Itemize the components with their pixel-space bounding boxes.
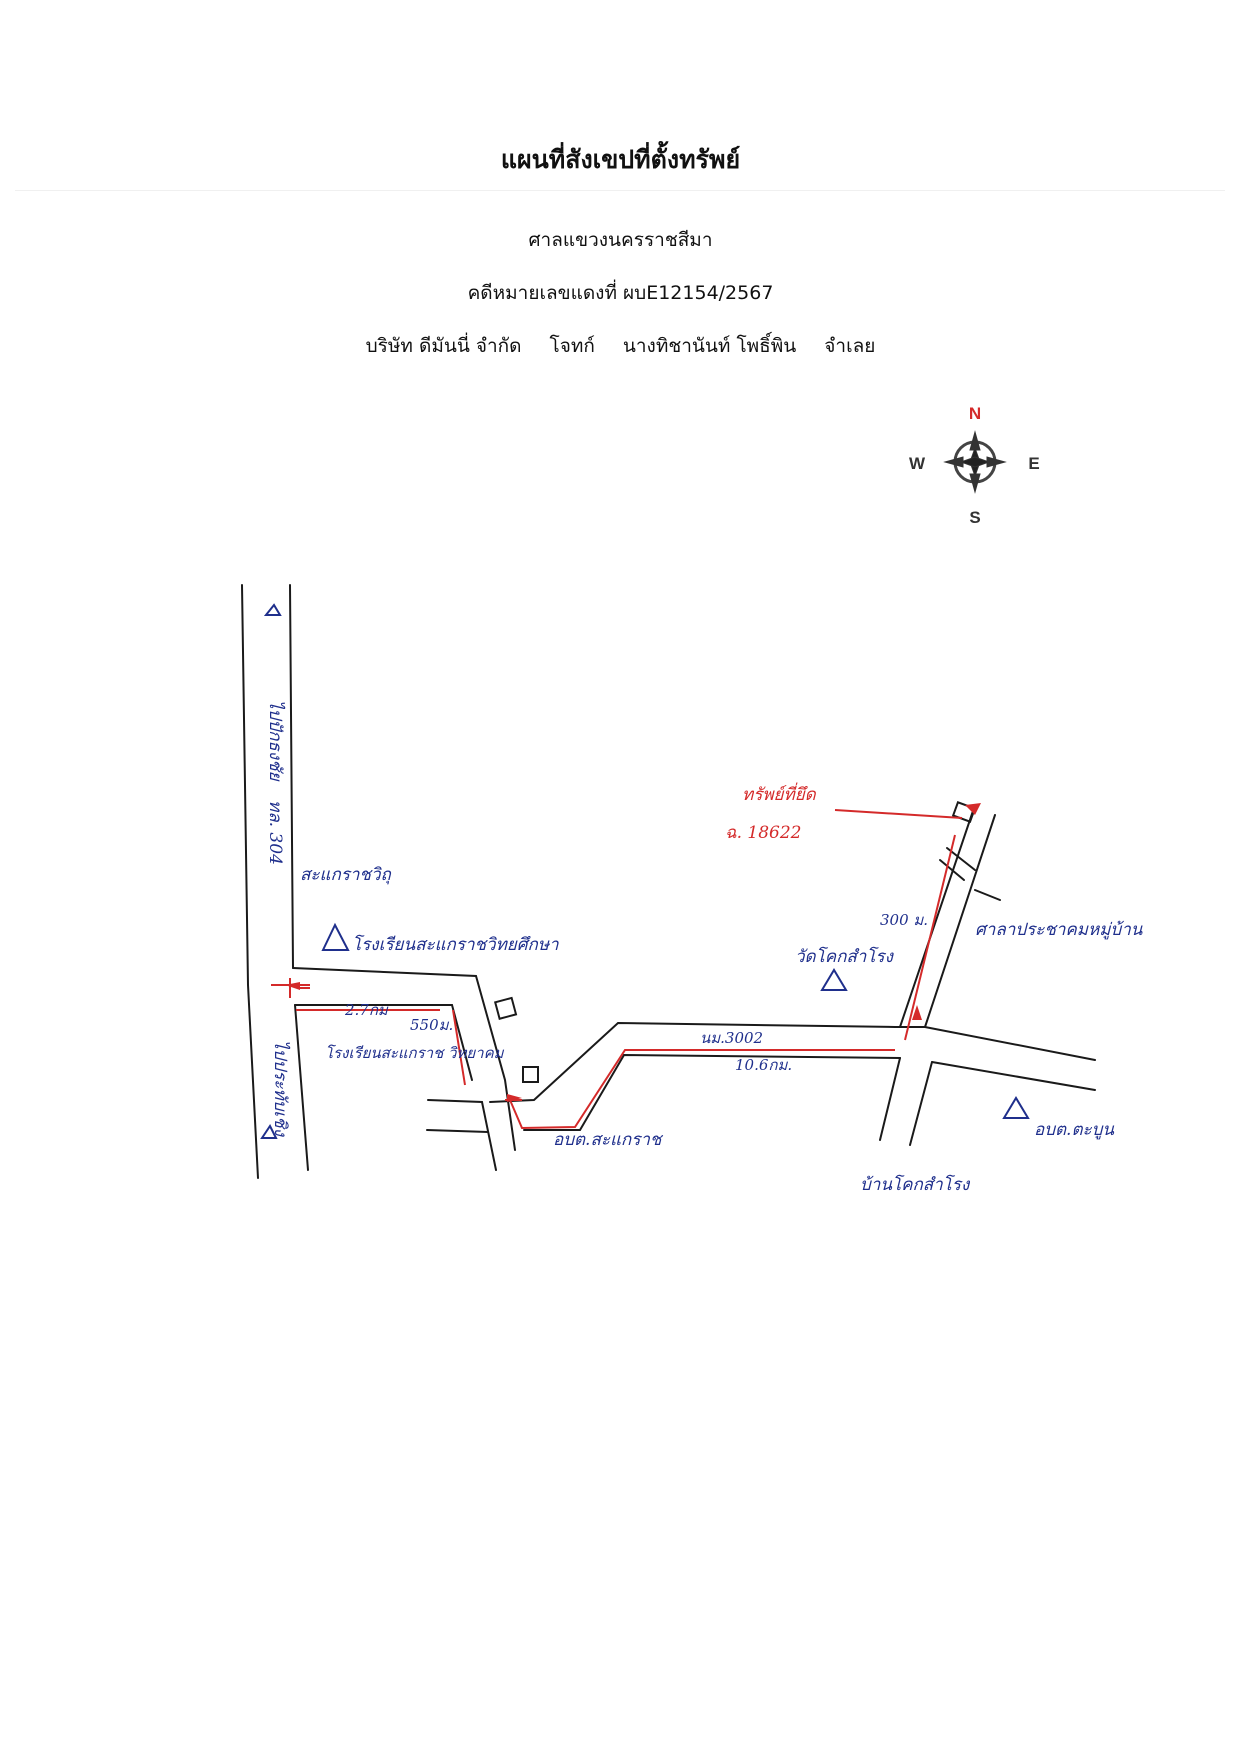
route-3002-south-edge xyxy=(523,1053,901,1131)
route-304-west-edge xyxy=(241,584,259,1179)
north-road-west-edge xyxy=(899,804,976,1028)
compass-icon xyxy=(943,430,1007,494)
red-dist-106 xyxy=(509,1049,895,1130)
property-pin-icon xyxy=(965,803,981,815)
label-dist-550: 550ม. xyxy=(410,1016,453,1034)
school-triangle-icon xyxy=(321,922,350,951)
tick-3 xyxy=(974,889,1001,901)
obt-triangle-icon xyxy=(1002,1096,1030,1119)
label-wat: วัดโคกสำโรง xyxy=(795,946,895,967)
red-arrow-right-icon xyxy=(507,1094,522,1102)
east-road-north-edge xyxy=(894,1026,1096,1061)
wat-triangle-icon xyxy=(820,968,848,991)
red-arrow-up-icon xyxy=(912,1005,922,1020)
red-route-markings xyxy=(271,809,963,1130)
south-road-west-edge xyxy=(879,1057,901,1141)
route-304-east-edge-south xyxy=(294,1004,309,1171)
parties-line: บริษัท ดีมันนี่ จำกัด โจทก์ นางทิชานันท์ โ… xyxy=(0,331,1241,361)
label-obt-sakaerat: อบต.สะแกราช xyxy=(553,1130,664,1150)
label-dist-106: 10.6กม. xyxy=(735,1056,792,1074)
label-to-north: ไปปักธงชัย xyxy=(265,700,286,782)
case-number: คดีหมายเลขแดงที่ ผบE12154/2567 xyxy=(467,282,774,304)
compass-w: W xyxy=(909,454,926,473)
route-3002-north-edge xyxy=(489,1021,896,1103)
red-arrow-left-icon xyxy=(285,982,300,990)
compass-e: E xyxy=(1028,454,1039,473)
label-sakaerat-wit-school: โรงเรียนสะแกราช วิทยาคม xyxy=(325,1044,505,1062)
south-road-east-edge xyxy=(909,1061,933,1146)
label-dist-300: 300 ม. xyxy=(880,911,928,929)
compass-n: N xyxy=(969,404,981,423)
landmark-markers xyxy=(260,603,1030,1139)
east-road-south-edge xyxy=(931,1061,1096,1091)
north-road-east-edge xyxy=(924,814,996,1028)
branch-road-south-edge xyxy=(294,1004,473,1081)
north-arrow-icon xyxy=(263,603,282,616)
compass-s: S xyxy=(969,508,980,527)
branch-road-north-edge xyxy=(292,967,516,1151)
red-dist-300 xyxy=(904,834,956,1041)
south-arrow-icon xyxy=(260,1124,278,1139)
court-name: ศาลแขวงนครราชสีมา xyxy=(528,229,713,251)
label-village-hall: ศาลาประชาคมหมู่บ้าน xyxy=(975,920,1143,940)
map-labels: ไปปักธงชัย ทล. 304 ไปประทับเชิง สะแกราชว… xyxy=(265,700,1143,1195)
label-sakaerat-school: โรงเรียนสะแกราชวิทยศึกษา xyxy=(352,934,559,955)
plaintiff-name: บริษัท ดีมันนี่ จำกัด xyxy=(365,335,522,357)
red-dist-550 xyxy=(452,1009,466,1086)
label-sakaerat-junction: สะแกราชวิถุ xyxy=(300,865,393,885)
defendant-role: จำเลย xyxy=(824,335,876,357)
obt-marker-icon xyxy=(522,1066,539,1083)
label-village: บ้านโคกสำโรง xyxy=(860,1174,971,1195)
page-title: แผนที่สังเขปที่ตั้งทรัพย์ xyxy=(500,145,741,174)
red-property-leader xyxy=(834,809,963,819)
defendant-name: นางทิชานันท์ โพธิ์พิน xyxy=(622,335,797,357)
side-road-lower-north xyxy=(427,1099,497,1171)
label-route-3002: นม.3002 xyxy=(700,1029,763,1047)
label-deed: ฉ. 18622 xyxy=(725,823,801,843)
label-route-304: ทล. 304 xyxy=(265,800,285,865)
label-property: ทรัพย์ที่ยึด xyxy=(742,782,817,805)
side-road-lower-south xyxy=(426,1129,489,1133)
tick-2 xyxy=(939,859,965,881)
divider xyxy=(15,190,1225,191)
school-marker-icon xyxy=(493,996,518,1020)
label-obt-right: อบต.ตะบูน xyxy=(1034,1120,1114,1140)
label-dist-27: 2.7กม xyxy=(344,1001,389,1019)
label-to-south: ไปประทับเชิง xyxy=(270,1040,291,1138)
plaintiff-role: โจทก์ xyxy=(549,335,595,357)
route-304-east-edge-north xyxy=(289,584,294,969)
